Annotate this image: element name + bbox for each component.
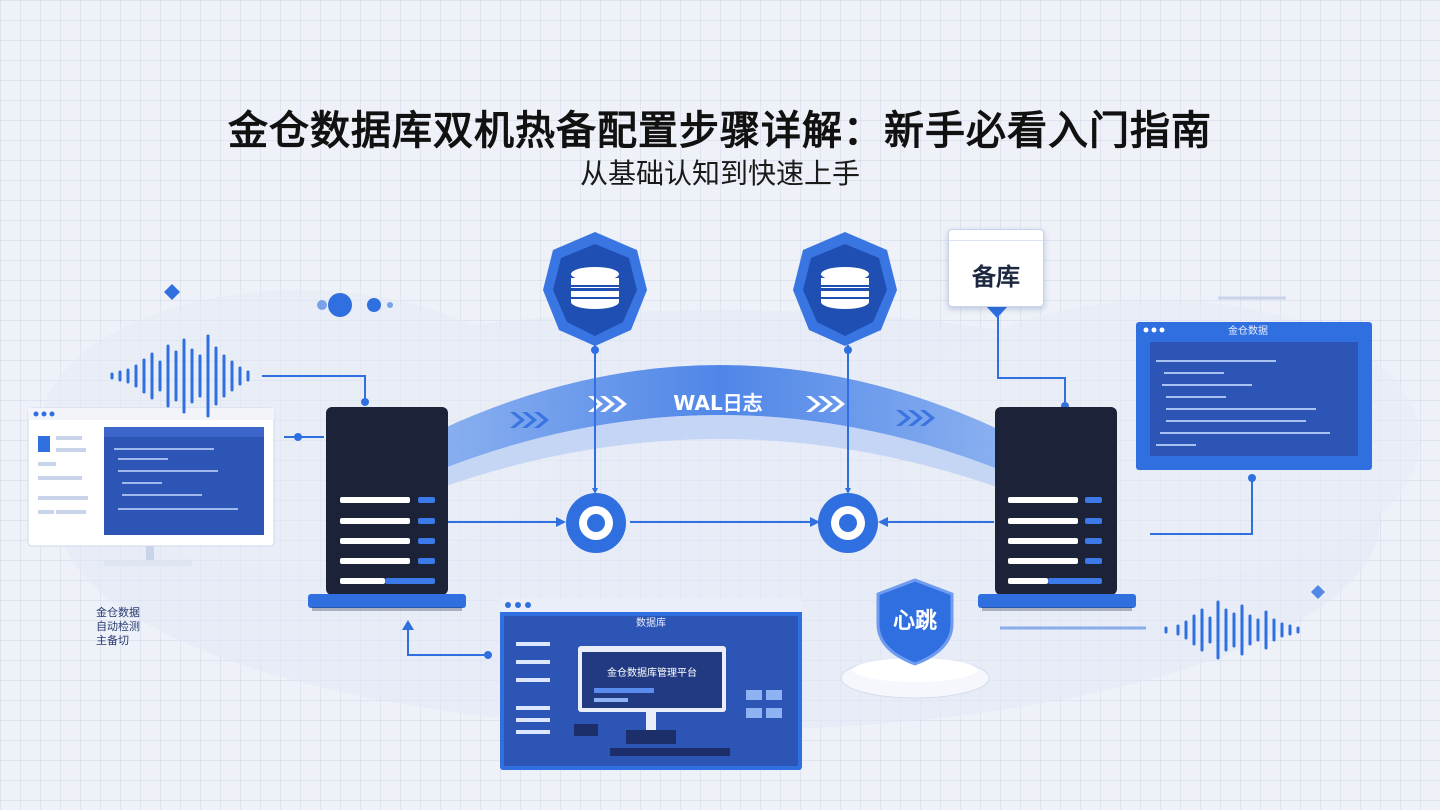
standby-tag-label: 备库 (972, 263, 1020, 291)
database-icon (543, 232, 647, 346)
wave-left-icon (110, 334, 250, 418)
bottom-panel-inner-caption: 金仓数据库管理平台 (607, 666, 697, 679)
wal-channel-glow (440, 415, 1000, 488)
connector-dots (294, 346, 1256, 659)
sync-node-right (818, 493, 878, 553)
channel-label: WAL日志 (673, 391, 762, 415)
wave-right-icon (1164, 600, 1300, 660)
bottom-dashboard-icon: 数据库 金仓数据库管理平台 (500, 598, 802, 770)
page-subtitle: 从基础认知到快速上手 (579, 157, 860, 190)
standby-tag: 备库 (948, 229, 1044, 307)
tag-titlebar (949, 230, 1043, 241)
right-code-panel-icon: 金仓数据 (1136, 322, 1372, 470)
left-note-line: 主备切 (96, 633, 129, 647)
page-title: 金仓数据库双机热备配置步骤详解：新手必看入门指南 (228, 108, 1212, 154)
right-panel-caption: 金仓数据 (1228, 324, 1268, 337)
shield-text: 心跳 (893, 608, 937, 634)
database-icon (793, 232, 897, 346)
heartbeat-shield-icon: 心跳 (840, 578, 990, 699)
tag-pointer (986, 306, 1008, 318)
standby-server-icon (978, 407, 1136, 611)
connector-lines (262, 310, 1253, 656)
primary-server-icon (308, 407, 466, 611)
sync-node-left (566, 493, 626, 553)
bottom-panel-caption: 数据库 (636, 616, 666, 629)
decor-dots (164, 284, 1325, 599)
left-monitor-icon (27, 407, 275, 566)
left-note-line: 金仓数据 (96, 605, 140, 619)
wal-channel (440, 365, 1000, 470)
left-note-line: 自动检测 (96, 619, 140, 633)
chevron-arrows-faint-icon (510, 410, 935, 428)
